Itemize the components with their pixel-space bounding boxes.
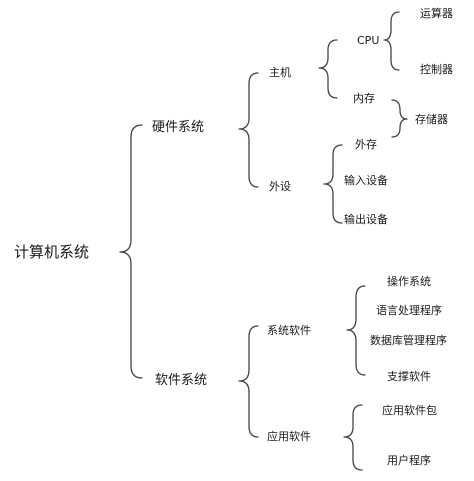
brace-storage: [391, 99, 408, 138]
alu-node: 运算器: [420, 7, 453, 20]
hardware-system-node: 硬件系统: [152, 120, 205, 135]
language-processor-node: 语言处理程序: [376, 304, 442, 317]
brace-system-software: [346, 285, 366, 376]
peripheral-node: 外设: [269, 180, 291, 193]
brace-hardware: [238, 72, 259, 188]
support-software-node: 支撑软件: [387, 370, 431, 383]
brace-host: [318, 39, 338, 99]
host-node: 主机: [269, 66, 291, 79]
cpu-node: CPU: [357, 34, 380, 47]
brace-root: [119, 124, 143, 379]
brace-software: [238, 325, 259, 438]
control-unit-node: 控制器: [420, 63, 453, 76]
system-software-node: 系统软件: [267, 324, 311, 337]
software-system-node: 软件系统: [155, 373, 208, 388]
storage-node: 存储器: [415, 113, 448, 126]
brace-peripheral: [323, 144, 343, 224]
output-device-node: 输出设备: [344, 213, 388, 226]
brace-application-software: [343, 404, 363, 471]
application-software-node: 应用软件: [267, 430, 311, 443]
dbms-node: 数据库管理程序: [370, 334, 447, 347]
input-device-node: 输入设备: [344, 174, 388, 187]
external-storage-node: 外存: [355, 138, 377, 151]
app-package-node: 应用软件包: [382, 404, 437, 417]
os-node: 操作系统: [387, 275, 431, 288]
memory-node: 内存: [353, 92, 375, 105]
brace-cpu: [383, 11, 400, 71]
root-node: 计算机系统: [14, 243, 90, 261]
user-program-node: 用户程序: [387, 454, 431, 467]
